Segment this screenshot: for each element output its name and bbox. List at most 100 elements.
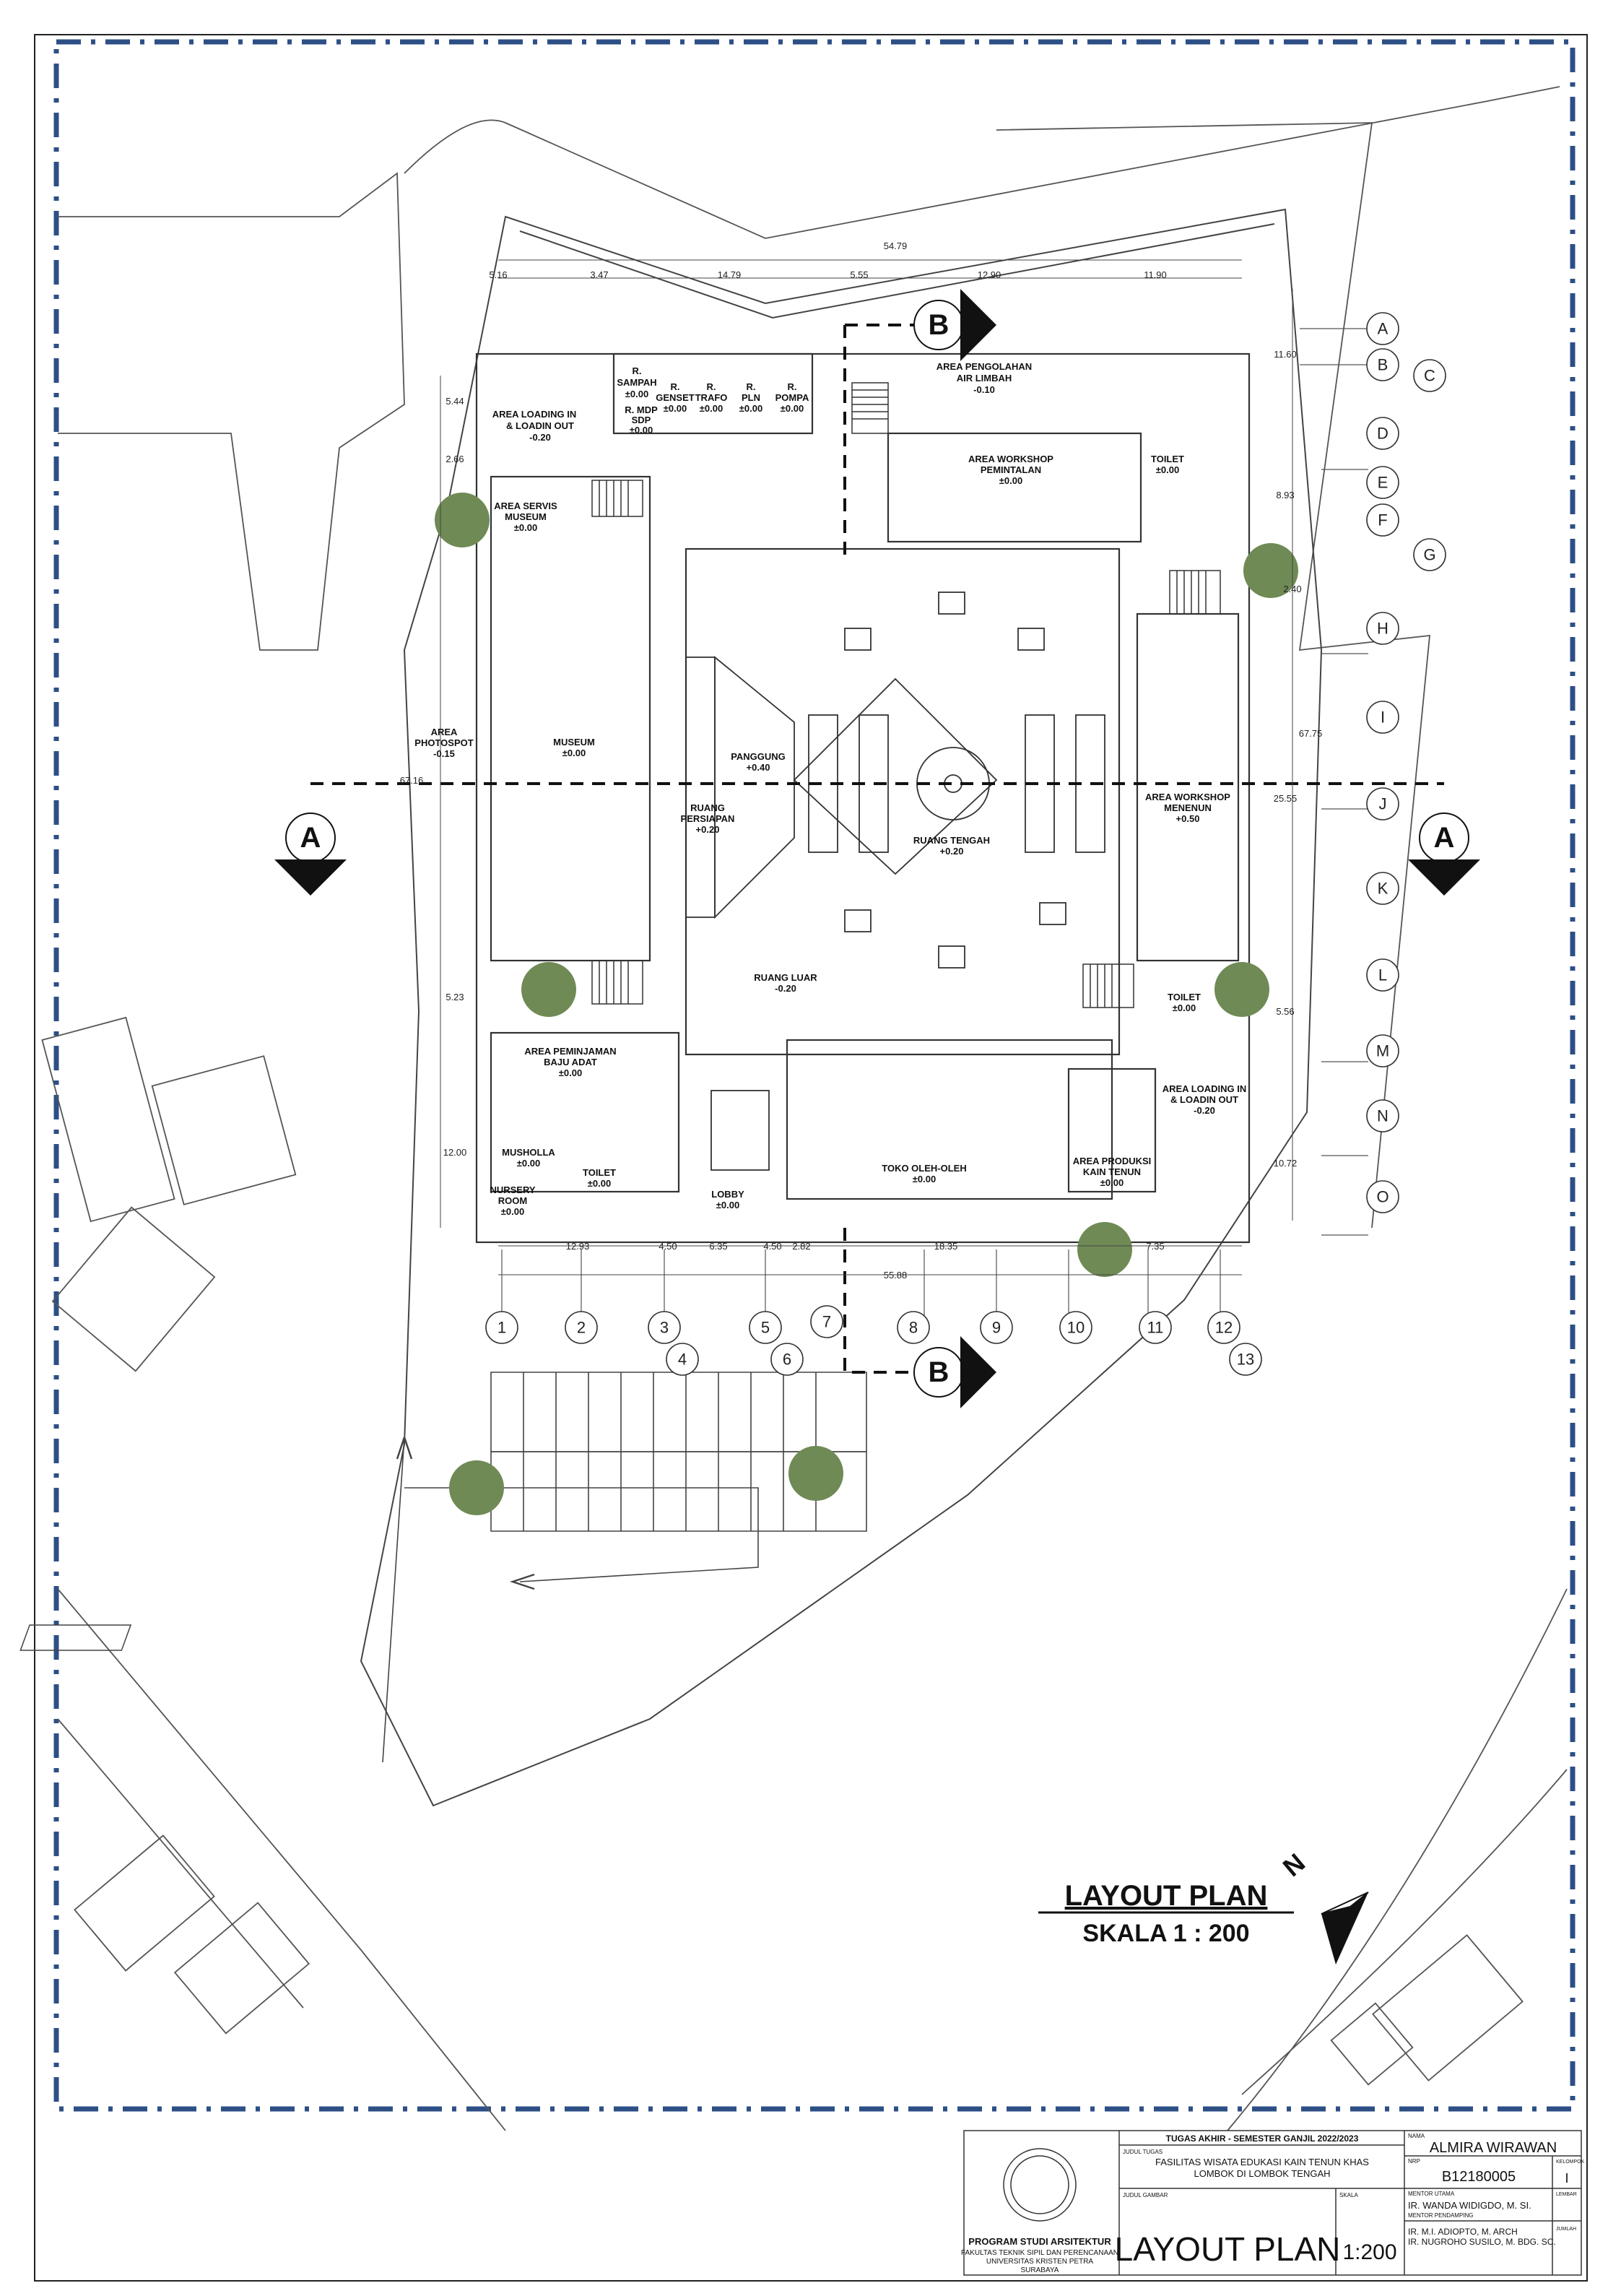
- room-level: ±0.00: [700, 403, 723, 414]
- room-name: TOILET: [1151, 454, 1184, 464]
- grid-col-label: 4: [678, 1351, 687, 1369]
- tb-faculty: FAKULTAS TEKNIK SIPIL DAN PERENCANAAN: [961, 2249, 1118, 2257]
- room-level: +0.50: [1176, 813, 1200, 824]
- room-sub: & LOADIN OUT: [1170, 1094, 1238, 1105]
- room-name: AREA SERVIS: [494, 501, 557, 511]
- room-name: R.: [788, 381, 797, 392]
- grid-col-label: 5: [761, 1319, 770, 1337]
- parking: [19, 1372, 867, 1763]
- tb-name-label: NAMA: [1408, 2133, 1425, 2139]
- grid-row-label: J: [1379, 795, 1387, 813]
- grid-col-label: 7: [822, 1313, 831, 1331]
- tb-project: FASILITAS WISATA EDUKASI KAIN TENUN KHAS: [1155, 2157, 1369, 2167]
- tb-nrp: B12180005: [1442, 2169, 1516, 2185]
- room-name: AREA LOADING IN: [1162, 1083, 1247, 1094]
- room-level: ±0.00: [501, 1206, 524, 1217]
- room-name: R.: [633, 365, 642, 376]
- dim-top: 5.16: [489, 269, 507, 280]
- room-level: ±0.00: [999, 475, 1022, 486]
- room-name: R.: [707, 381, 716, 392]
- tree-icon: [1243, 543, 1298, 598]
- room-sub: POMPA: [775, 392, 809, 403]
- grid-row-label: C: [1424, 367, 1435, 385]
- tb-sheet-label: LEMBAR: [1556, 2192, 1577, 2197]
- dim-right: 11.60: [1274, 349, 1297, 360]
- dim-bottom: 4.50: [763, 1241, 781, 1252]
- grid-col-label: 8: [909, 1319, 918, 1337]
- tb-total-label: JUMLAH: [1556, 2227, 1576, 2232]
- room-name: RUANG: [690, 802, 725, 813]
- room-level: ±0.00: [1156, 464, 1179, 475]
- site-context: [41, 86, 1568, 2131]
- room-name: R.: [747, 381, 756, 392]
- grid-col-label: 1: [497, 1319, 506, 1337]
- dim-right: 10.72: [1274, 1158, 1298, 1169]
- tb-project-2: LOMBOK DI LOMBOK TENGAH: [1194, 2168, 1330, 2179]
- dim-bottom-total: 55.88: [884, 1270, 908, 1281]
- room-level: ±0.00: [625, 389, 648, 399]
- tb-mentor-label: MENTOR UTAMA: [1408, 2191, 1455, 2197]
- room-name: NURSERY: [490, 1184, 535, 1195]
- room-level: ±0.00: [1100, 1177, 1124, 1188]
- tb-nrp-label: NRP: [1408, 2158, 1420, 2165]
- room-level: ±0.00: [562, 748, 586, 758]
- grid-col-markers: [485, 1305, 1262, 1376]
- sheet-border: [34, 34, 1588, 2282]
- room-sub: PEMINTALAN: [981, 464, 1041, 475]
- section-marker-b-top: B: [913, 289, 996, 361]
- grid-row-label: F: [1378, 511, 1387, 529]
- room-name: R. MDP: [625, 404, 658, 415]
- room-level: -0.20: [529, 432, 551, 443]
- tb-scale-label: SKALA: [1339, 2192, 1358, 2198]
- grid-lines: [501, 328, 1368, 1322]
- grid-col-label: 2: [577, 1319, 586, 1337]
- dim-bottom: 12.93: [566, 1241, 590, 1252]
- tb-city: SURABAYA: [1021, 2266, 1059, 2274]
- room-sub: AIR LIMBAH: [957, 373, 1012, 384]
- room-level: -0.15: [433, 748, 455, 759]
- dim-bottom: 6.35: [709, 1241, 727, 1252]
- grid-col-label: 12: [1215, 1319, 1233, 1337]
- dim-bottom: 7.35: [1146, 1241, 1164, 1252]
- grid-row-label: O: [1376, 1188, 1389, 1206]
- dim-right: 8.93: [1276, 490, 1294, 501]
- site-boundary: [53, 39, 1576, 2112]
- room-level: ±0.00: [630, 425, 653, 436]
- room-sub: MUSEUM: [505, 511, 547, 522]
- dim-top-total: 54.79: [884, 241, 908, 251]
- room-level: -0.20: [1194, 1105, 1215, 1116]
- section-label-b: B: [929, 309, 949, 341]
- grid-row-label: A: [1378, 320, 1389, 338]
- dim-left: 5.23: [446, 992, 464, 1002]
- tree-icon: [1214, 962, 1269, 1017]
- room-name: AREA WORKSHOP: [1145, 792, 1230, 802]
- room-name: AREA WORKSHOP: [968, 454, 1053, 464]
- section-marker-a-right: A: [1408, 813, 1480, 896]
- dim-top: 12.90: [978, 269, 1001, 280]
- tree-icon: [521, 962, 576, 1017]
- tb-scale: 1:200: [1342, 2240, 1396, 2264]
- room-sub: PERSIAPAN: [681, 813, 735, 824]
- room-name: TOKO OLEH-OLEH: [882, 1163, 966, 1174]
- dim-right: 2.40: [1283, 584, 1301, 594]
- grid-row-label: G: [1423, 546, 1435, 564]
- section-label-b: B: [929, 1356, 949, 1388]
- dim-top: 5.55: [850, 269, 868, 280]
- room-level: -0.20: [775, 983, 796, 994]
- drawing-scale: SKALA 1 : 200: [1082, 1920, 1249, 1947]
- grid-row-label: M: [1376, 1042, 1389, 1060]
- dim-top: 14.79: [718, 269, 742, 280]
- tb-co-mentor-1: IR. M.I. ADIOPTO, M. ARCH: [1408, 2227, 1518, 2237]
- grid-col-label: 11: [1147, 1319, 1164, 1337]
- tree-icon: [449, 1460, 504, 1515]
- dim-right: 5.56: [1276, 1006, 1294, 1017]
- room-level: ±0.00: [913, 1174, 936, 1184]
- grid-col-label: 3: [660, 1319, 669, 1337]
- room-sub: KAIN TENUN: [1083, 1166, 1141, 1177]
- tb-name: ALMIRA WIRAWAN: [1430, 2140, 1557, 2156]
- dim-left: 5.44: [446, 396, 464, 407]
- room-name: LOBBY: [711, 1189, 744, 1200]
- grid-col-label: 9: [992, 1319, 1001, 1337]
- trees: [435, 493, 1298, 1515]
- room-level: ±0.00: [716, 1200, 739, 1210]
